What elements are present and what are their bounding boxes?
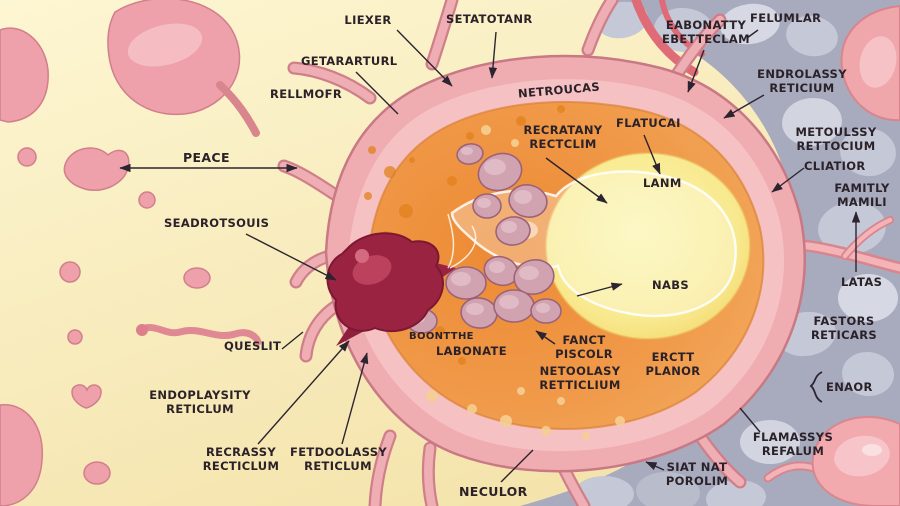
- cytoplasm-light-dots: [426, 125, 625, 440]
- background-blobs: [0, 0, 262, 506]
- matrix-region: [520, 0, 900, 506]
- maroon-organelle: [326, 213, 477, 346]
- matrix-pink-cells: [811, 4, 900, 506]
- cell-tendrils: [277, 0, 747, 506]
- leader-lines: [119, 29, 861, 483]
- vesicles: [406, 143, 562, 334]
